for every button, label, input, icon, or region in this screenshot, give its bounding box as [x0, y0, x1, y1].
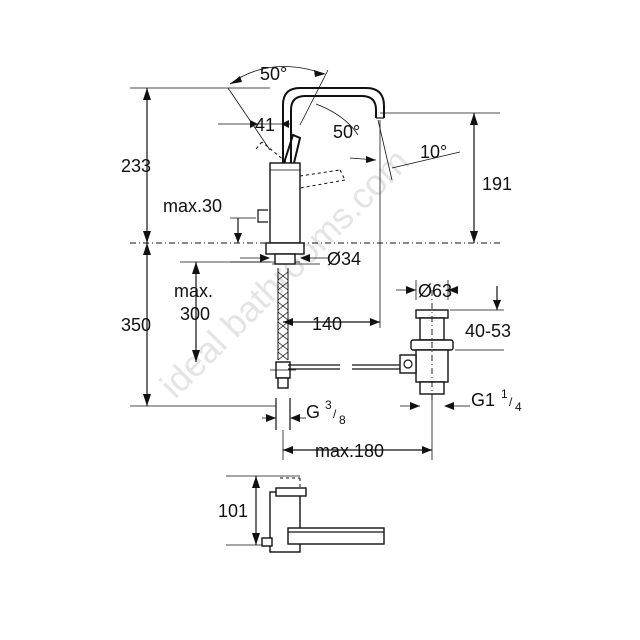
total-height-label: 233	[121, 156, 151, 176]
waste-offset-label: max.180	[315, 441, 384, 461]
connection-thread-sub: 8	[339, 413, 346, 427]
lever-handle	[283, 133, 302, 164]
below-deck-label: 350	[121, 315, 151, 335]
lever-offset-label: 41	[255, 115, 275, 135]
spout-rotation-label: 50°	[333, 122, 360, 142]
hose-length-prefix: max.	[174, 281, 213, 301]
popup-rod	[257, 209, 268, 223]
waste-drain	[399, 290, 454, 400]
hose-length-value: 300	[180, 304, 210, 324]
top-view: 101	[218, 475, 385, 553]
mounting-nut	[265, 242, 305, 255]
waste-range-label: 40-53	[465, 321, 511, 341]
spout	[282, 87, 385, 163]
waste-diameter-label: Ø63	[418, 281, 452, 301]
spout-height-label: 191	[482, 174, 512, 194]
top-view-depth-label: 101	[218, 501, 248, 521]
waste-thread-label: G1	[471, 390, 495, 410]
hole-diameter-label: Ø34	[327, 249, 361, 269]
supply-hose	[277, 268, 289, 361]
spout-tilt-label: 10°	[420, 142, 447, 162]
connection-thread-sup: 3	[325, 398, 332, 412]
spout-reach-label: 140	[312, 314, 342, 334]
waste-thread-slash: /	[509, 395, 513, 409]
lever-angle-label: 50°	[260, 64, 287, 84]
waste-thread-sub: 4	[515, 400, 522, 414]
faucet-body	[269, 162, 301, 244]
deck-thickness-label: max.30	[163, 196, 222, 216]
top-spout	[287, 527, 385, 545]
connection-thread-label: G	[306, 402, 320, 422]
side-view: 233 191 50° 41	[121, 64, 522, 461]
connection-thread-slash: /	[333, 407, 337, 421]
waste-thread-sup: 1	[501, 387, 508, 401]
